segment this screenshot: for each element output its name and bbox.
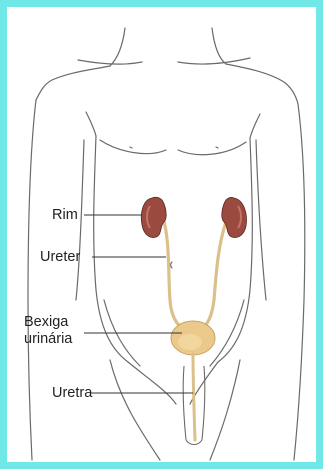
label-kidney: Rim [52,207,78,223]
armpit-right [250,114,260,138]
armpit-left [86,112,96,136]
nipple-right [216,147,218,148]
genital-left [183,366,186,440]
ureters [163,218,226,330]
navel [171,262,173,268]
bladder-group [171,321,215,355]
torso-right-line [218,138,252,362]
label-urethra: Uretra [52,385,92,401]
chest-right [178,142,246,155]
shoulder-right-line [226,64,298,104]
clavicle-left [78,60,142,64]
label-bladder-line1: Bexiga [24,314,68,330]
hip-right [210,300,244,366]
genital-right [202,366,205,440]
thigh-left [110,360,160,460]
arm-right-inner-line [256,140,266,300]
neck-left-line [110,28,125,66]
kidney-right [222,197,247,237]
groin-left [128,362,176,404]
ureter-right [200,222,226,330]
nipple-left [130,147,132,148]
label-bladder-line2: urinária [24,331,72,347]
arm-right-line [294,104,305,460]
clavicle-right [178,58,250,64]
chest-left [100,140,166,154]
bladder-shade [178,334,202,350]
kidney-left [141,197,166,237]
shoulder-left-line [36,66,110,100]
ureter-left [163,218,185,330]
torso-left-line [94,136,128,362]
kidneys [141,197,246,237]
neck-right-line [212,28,226,64]
urethra [193,354,195,440]
arm-left-line [28,100,36,460]
thigh-right [210,360,240,460]
leader-lines [84,215,193,393]
label-ureter: Ureter [40,249,80,265]
